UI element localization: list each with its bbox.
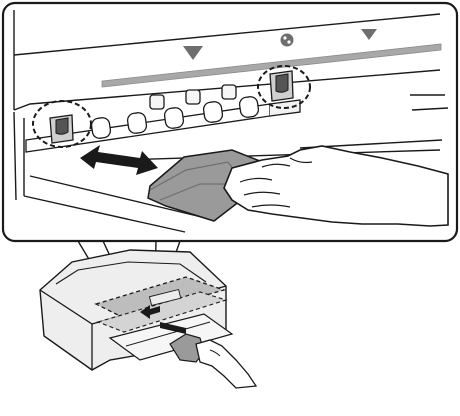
small-hand (195, 339, 258, 389)
dot-icon (280, 33, 294, 47)
output-tray (108, 313, 234, 361)
triangle-down-icon (361, 29, 377, 40)
paper-guide-rail (101, 43, 442, 88)
detail-panel (1, 1, 459, 243)
triangle-down-icon (183, 46, 203, 60)
alignment-markers (183, 29, 377, 60)
arrow-right-icon (140, 305, 160, 319)
double-arrow-horizontal-icon (80, 145, 158, 175)
hand-with-cloth (147, 145, 449, 227)
printer-interior (13, 10, 449, 233)
left-paper-guide (32, 100, 92, 148)
push-indicator (160, 322, 186, 334)
left-guide-highlight (32, 100, 92, 148)
right-guide-highlight (257, 65, 311, 109)
roller-shaft (25, 84, 301, 153)
printer-overview (39, 249, 258, 389)
right-paper-guide (257, 65, 311, 109)
small-hand-with-cloth (169, 333, 258, 389)
